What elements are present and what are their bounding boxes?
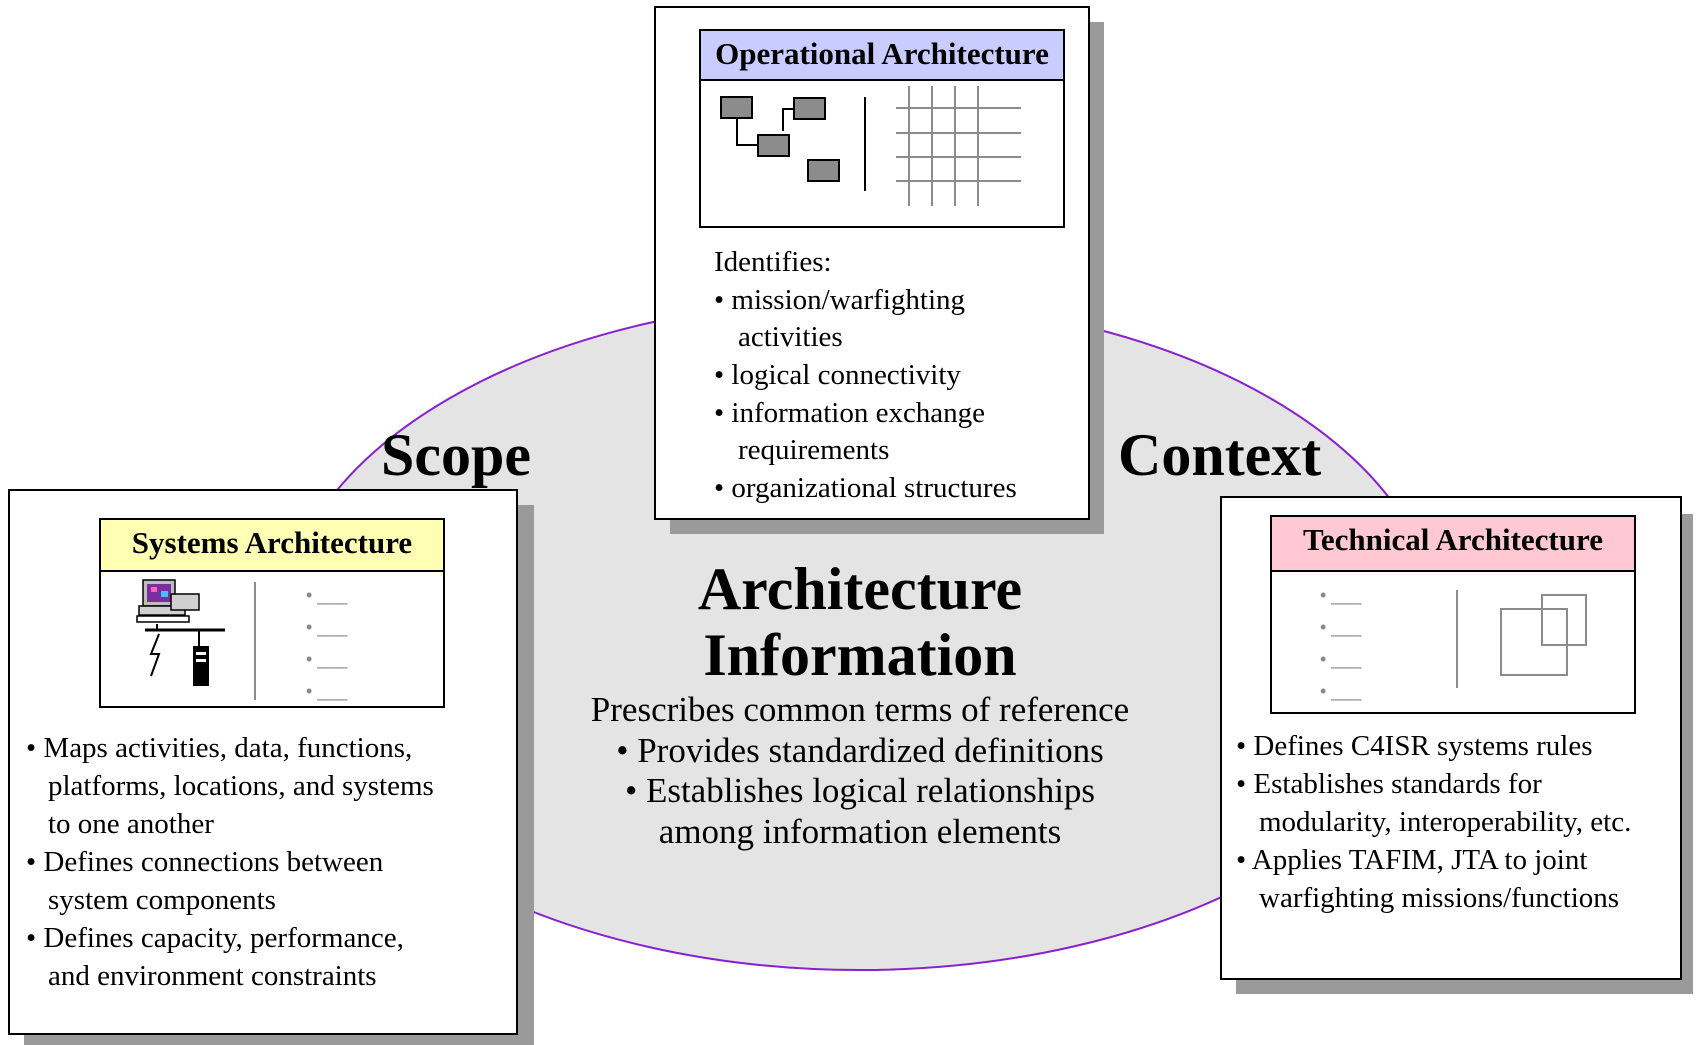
operational-bullet: • logical connectivity (714, 359, 961, 391)
systems-header: Systems Architecture (99, 518, 445, 572)
placeholder-bullet: • ___ (306, 681, 348, 701)
center-text-line: • Provides standardized definitions (616, 731, 1104, 770)
technical-bullet-cont: modularity, interoperability, etc. (1259, 806, 1632, 838)
systems-bullet: • Maps activities, data, functions, (26, 732, 413, 764)
technical-header: Technical Architecture (1270, 515, 1636, 572)
matrix-grid-icon (896, 86, 1021, 206)
operational-card: Operational Architecture (654, 6, 1090, 520)
operational-bullet-cont: requirements (738, 434, 890, 466)
center-text-line: among information elements (658, 812, 1062, 851)
scope-label: Scope (381, 422, 531, 488)
operational-bullet: • mission/warfighting (714, 284, 966, 316)
operational-intro: Identifies: (714, 246, 832, 278)
operational-diagram-frame (699, 79, 1065, 228)
technical-diagram-frame: • ___ • ___ • ___ • ___ (1270, 570, 1636, 714)
technical-bullet: • Applies TAFIM, JTA to joint (1236, 844, 1588, 876)
systems-bullet-cont: and environment constraints (48, 960, 377, 992)
center-text-line: • Establishes logical relationships (624, 771, 1096, 810)
operational-bullet-cont: activities (738, 321, 843, 353)
systems-bullet: • Defines connections between (26, 846, 384, 878)
center-title-line2: Information (703, 622, 1017, 688)
center-text-line: Prescribes common terms of reference (590, 690, 1130, 729)
placeholder-bullet: • ___ (1320, 617, 1362, 637)
placeholder-bullet: • ___ (1320, 649, 1362, 669)
systems-bullet: • Defines capacity, performance, (26, 922, 404, 954)
placeholder-bullet: • ___ (306, 649, 348, 669)
technical-card: Technical Architecture • ___ • ___ • ___… (1220, 496, 1682, 980)
technical-bullet: • Defines C4ISR systems rules (1236, 730, 1593, 762)
operational-header: Operational Architecture (699, 29, 1065, 81)
divider-line-icon (254, 582, 256, 700)
operational-bullet: • information exchange (714, 397, 986, 429)
systems-card: Systems Architecture • ___ • ___ (8, 489, 518, 1035)
placeholder-bullet: • ___ (306, 617, 348, 637)
placeholder-bullet: • ___ (1320, 681, 1362, 701)
center-title-line1: Architecture (697, 556, 1023, 622)
computer-network-icon (136, 579, 225, 686)
overlapping-boxes-icon (1456, 590, 1587, 688)
placeholder-bullet: • ___ (1320, 585, 1362, 605)
placeholder-bullet: • ___ (306, 585, 348, 605)
systems-bullet-cont: platforms, locations, and systems (48, 770, 434, 802)
technical-bullet: • Establishes standards for (1236, 768, 1542, 800)
context-label: Context (1118, 422, 1322, 488)
org-chart-icon (720, 96, 866, 191)
operational-bullet: • organizational structures (714, 472, 1017, 504)
systems-bullet-cont: to one another (48, 808, 214, 840)
systems-bullet-cont: system components (48, 884, 276, 916)
technical-bullet-cont: warfighting missions/functions (1259, 882, 1620, 914)
systems-diagram-frame: • ___ • ___ • ___ • ___ (99, 570, 445, 708)
